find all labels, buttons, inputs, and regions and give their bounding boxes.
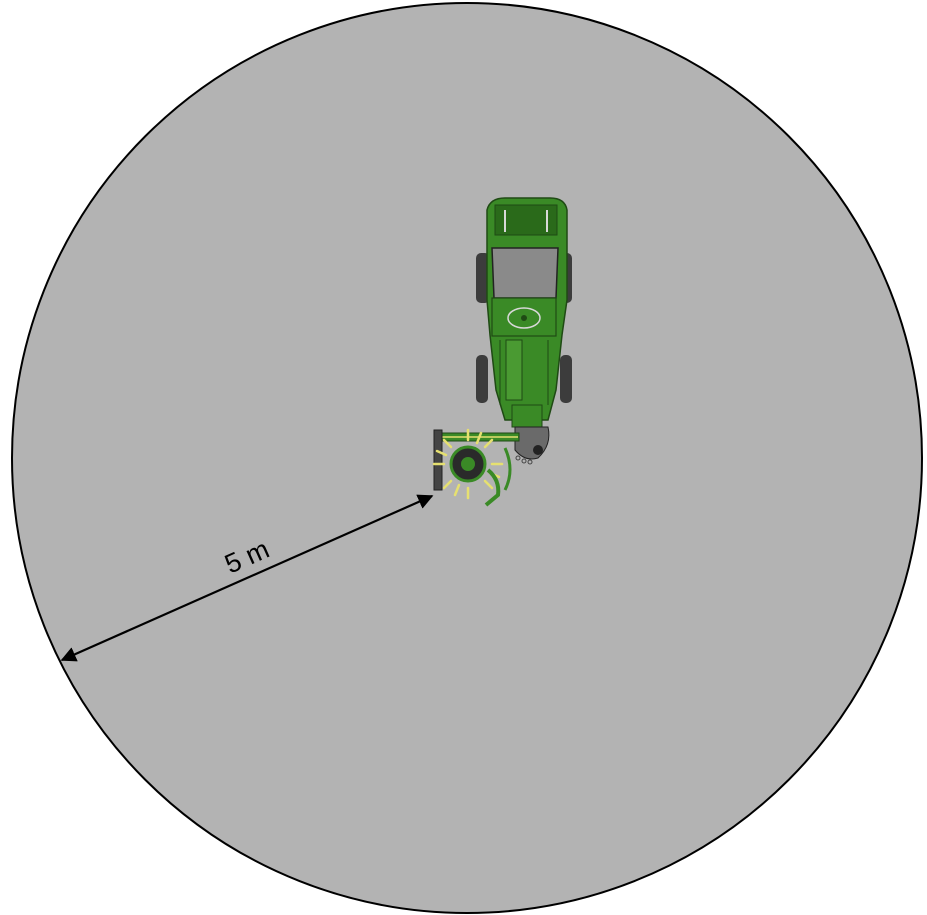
tractor-top-view-icon	[476, 197, 572, 465]
rotary-tedder-icon	[432, 428, 520, 507]
radius-arrow	[60, 494, 434, 662]
